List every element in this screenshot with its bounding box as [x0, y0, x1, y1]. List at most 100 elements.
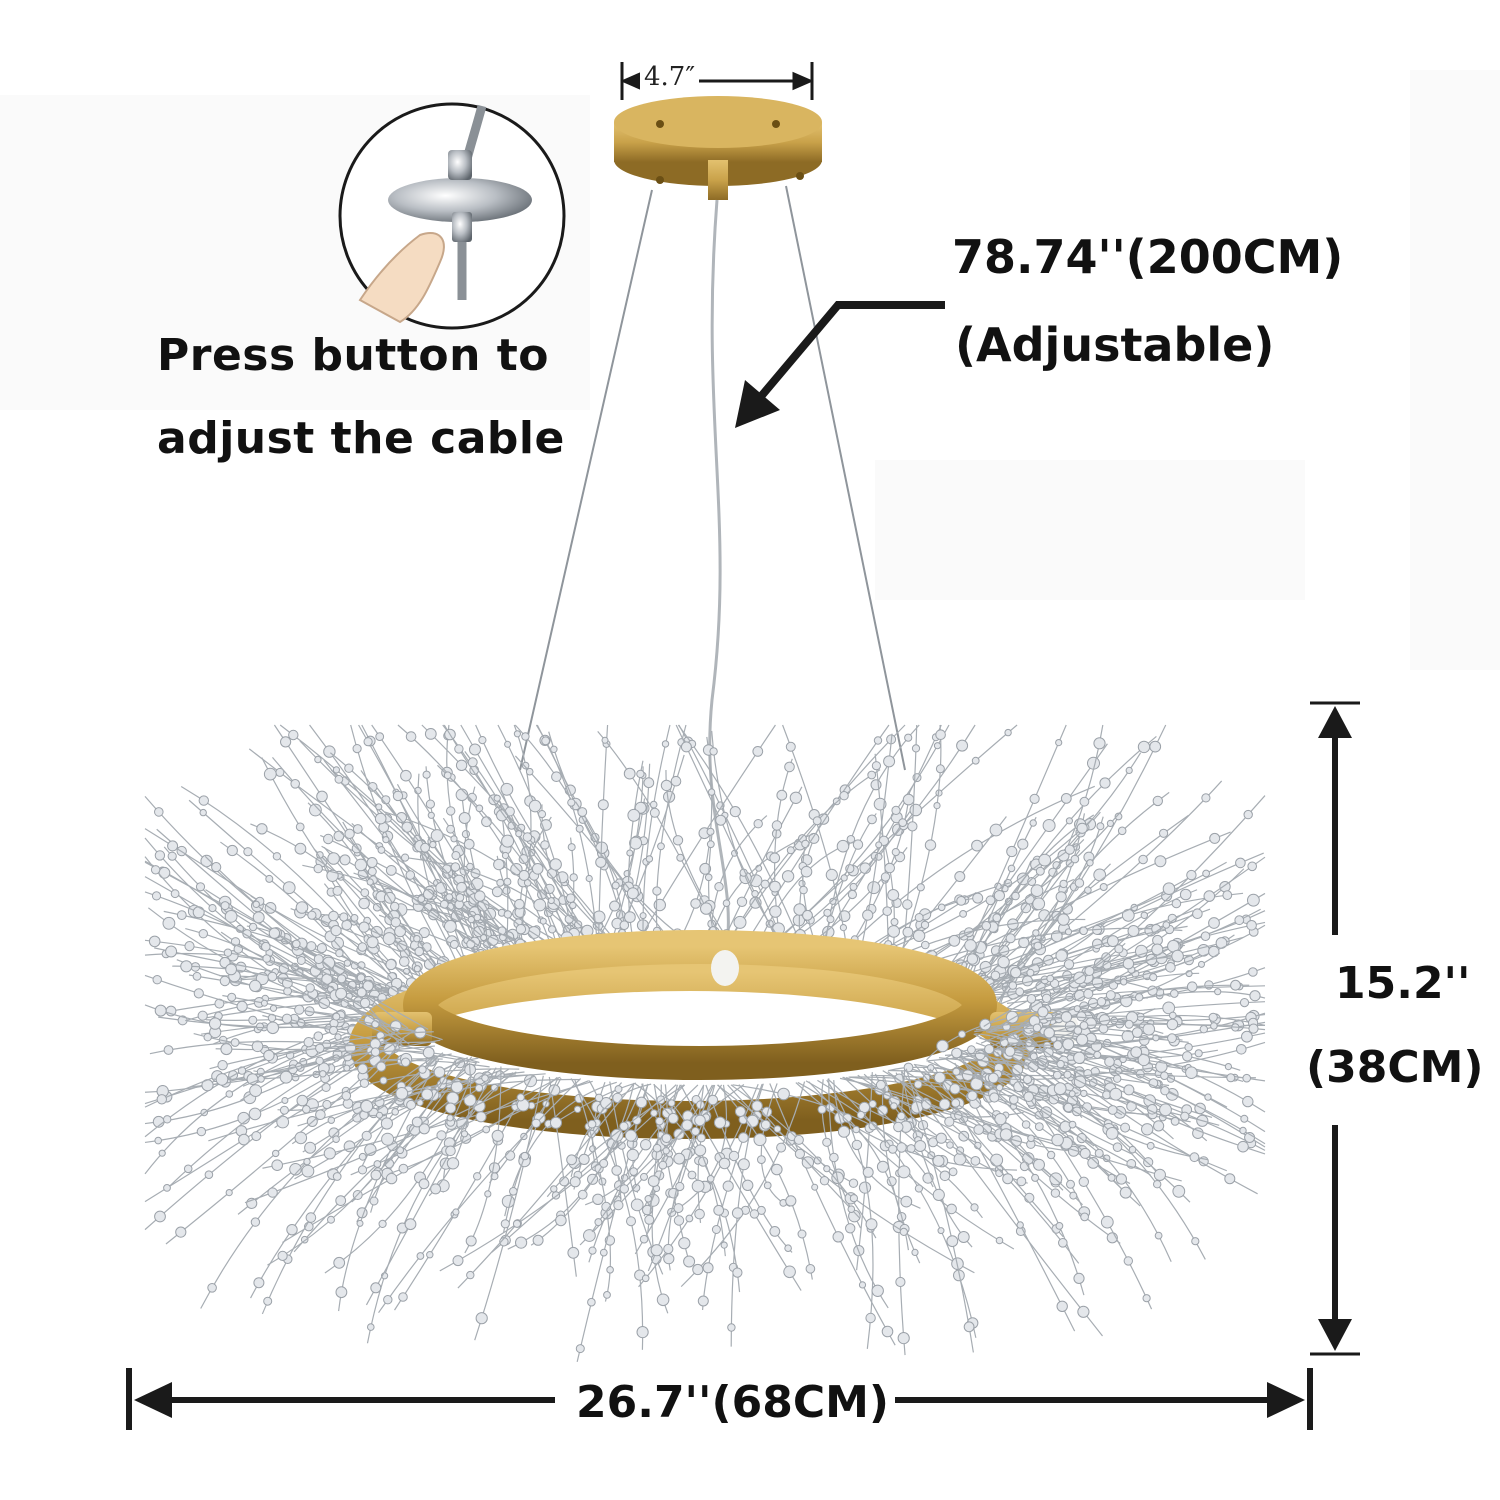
crystal-bead	[852, 1125, 861, 1134]
crystal-bead	[921, 940, 930, 950]
spray-wire	[843, 1076, 958, 1175]
spray-wire	[808, 1081, 1015, 1250]
crystal-bead	[1080, 1089, 1088, 1098]
spray-wire	[244, 1075, 536, 1204]
crystal-bead	[236, 1000, 248, 1013]
crystal-bead	[491, 886, 503, 898]
crystal-bead	[786, 846, 795, 855]
crystal-bead	[1009, 1094, 1019, 1105]
crystal-bead	[430, 1183, 442, 1195]
crystal-bead	[1246, 920, 1257, 931]
crystal-bead	[967, 1090, 978, 1101]
crystal-bead	[335, 949, 344, 958]
crystal-bead	[656, 1293, 670, 1307]
crystal-bead	[319, 1070, 327, 1078]
crystal-bead	[913, 1080, 923, 1089]
crystal-bead	[667, 1099, 676, 1107]
crystal-bead	[334, 774, 344, 784]
crystal-bead	[1017, 838, 1029, 850]
crystal-bead	[154, 1210, 166, 1223]
crystal-bead	[1011, 891, 1020, 901]
crystal-bead	[484, 1190, 492, 1198]
spray-wire	[530, 1083, 644, 1246]
spray-wire	[643, 1084, 668, 1217]
crystal-bead	[972, 892, 984, 904]
crystal-bead	[227, 992, 237, 1002]
crystal-bead	[800, 865, 813, 878]
crystal-bead	[352, 744, 362, 754]
crystal-bead	[1052, 1070, 1062, 1080]
spray-wire	[934, 743, 1108, 987]
crystal-bead	[1056, 1059, 1065, 1069]
crystal-bead	[1140, 911, 1149, 919]
crystal-bead	[1042, 819, 1056, 832]
crystal-bead	[1083, 988, 1094, 999]
crystal-bead	[198, 929, 209, 939]
crystal-bead	[1055, 1222, 1064, 1230]
crystal-bead	[1241, 1030, 1253, 1043]
crystal-bead	[1122, 958, 1135, 970]
crystal-bead	[1098, 1023, 1109, 1034]
crystal-bead	[909, 803, 923, 817]
spray-wire	[826, 1079, 874, 1349]
spray-wire	[982, 852, 1264, 998]
crystal-bead	[933, 1071, 946, 1084]
crystal-bead	[626, 1148, 639, 1162]
crystal-bead	[1079, 1147, 1091, 1159]
crystal-bead	[825, 868, 838, 882]
crystal-bead	[257, 1075, 265, 1083]
crystal-bead	[1079, 1021, 1089, 1030]
crystal-bead	[503, 877, 512, 886]
crystal-bead	[676, 853, 685, 862]
crystal-bead	[867, 881, 881, 895]
crystal-bead	[626, 849, 634, 857]
crystal-bead	[352, 824, 363, 834]
crystal-bead	[845, 1223, 856, 1234]
crystal-bead	[1186, 981, 1198, 993]
crystal-bead	[1106, 935, 1119, 948]
crystal-bead	[551, 771, 562, 783]
crystal-bead	[197, 1010, 208, 1021]
crystal-bead	[217, 1060, 228, 1071]
crystal-bead	[445, 893, 454, 901]
crystal-bead	[697, 1295, 709, 1307]
crystal-bead	[1204, 1093, 1212, 1101]
crystal-bead	[1107, 1173, 1116, 1182]
crystal-bead	[967, 1045, 976, 1055]
crystal-bead	[193, 988, 204, 999]
crystal-bead	[569, 873, 578, 882]
crystal-bead	[713, 1116, 727, 1129]
crystal-bead	[1074, 989, 1086, 1002]
crystal-bead	[1068, 1090, 1076, 1098]
crystal-bead	[427, 811, 435, 819]
crystal-bead	[465, 1235, 477, 1247]
crystal-bead	[423, 888, 434, 900]
crystal-bead	[575, 824, 584, 833]
crystal-bead	[839, 924, 848, 932]
crystal-bead	[463, 1093, 477, 1107]
crystal-bead	[360, 1099, 374, 1113]
crystal-bead	[907, 821, 918, 832]
crystal-bead	[379, 1076, 388, 1085]
crystal-bead	[450, 862, 461, 872]
crystal-bead	[963, 1321, 975, 1333]
crystal-bead	[1051, 1133, 1064, 1147]
crystal-bead	[1063, 1102, 1074, 1113]
crystal-bead	[1182, 1051, 1193, 1062]
crystal-bead	[1015, 987, 1025, 997]
crystal-bead	[662, 1147, 670, 1155]
crystal-bead	[981, 921, 992, 931]
crystal-bead	[366, 857, 378, 868]
crystal-bead	[951, 1047, 962, 1059]
crystal-bead	[789, 791, 803, 804]
crystal-bead	[474, 890, 486, 902]
crystal-bead	[313, 1031, 324, 1041]
crystal-bead	[335, 987, 348, 1000]
crystal-bead	[251, 1040, 264, 1053]
spray-wire	[1022, 1033, 1266, 1155]
spray-wire	[507, 1082, 635, 1250]
crystal-bead	[400, 769, 412, 782]
crystal-bead	[296, 1094, 309, 1107]
crystal-bead	[1180, 1111, 1190, 1121]
